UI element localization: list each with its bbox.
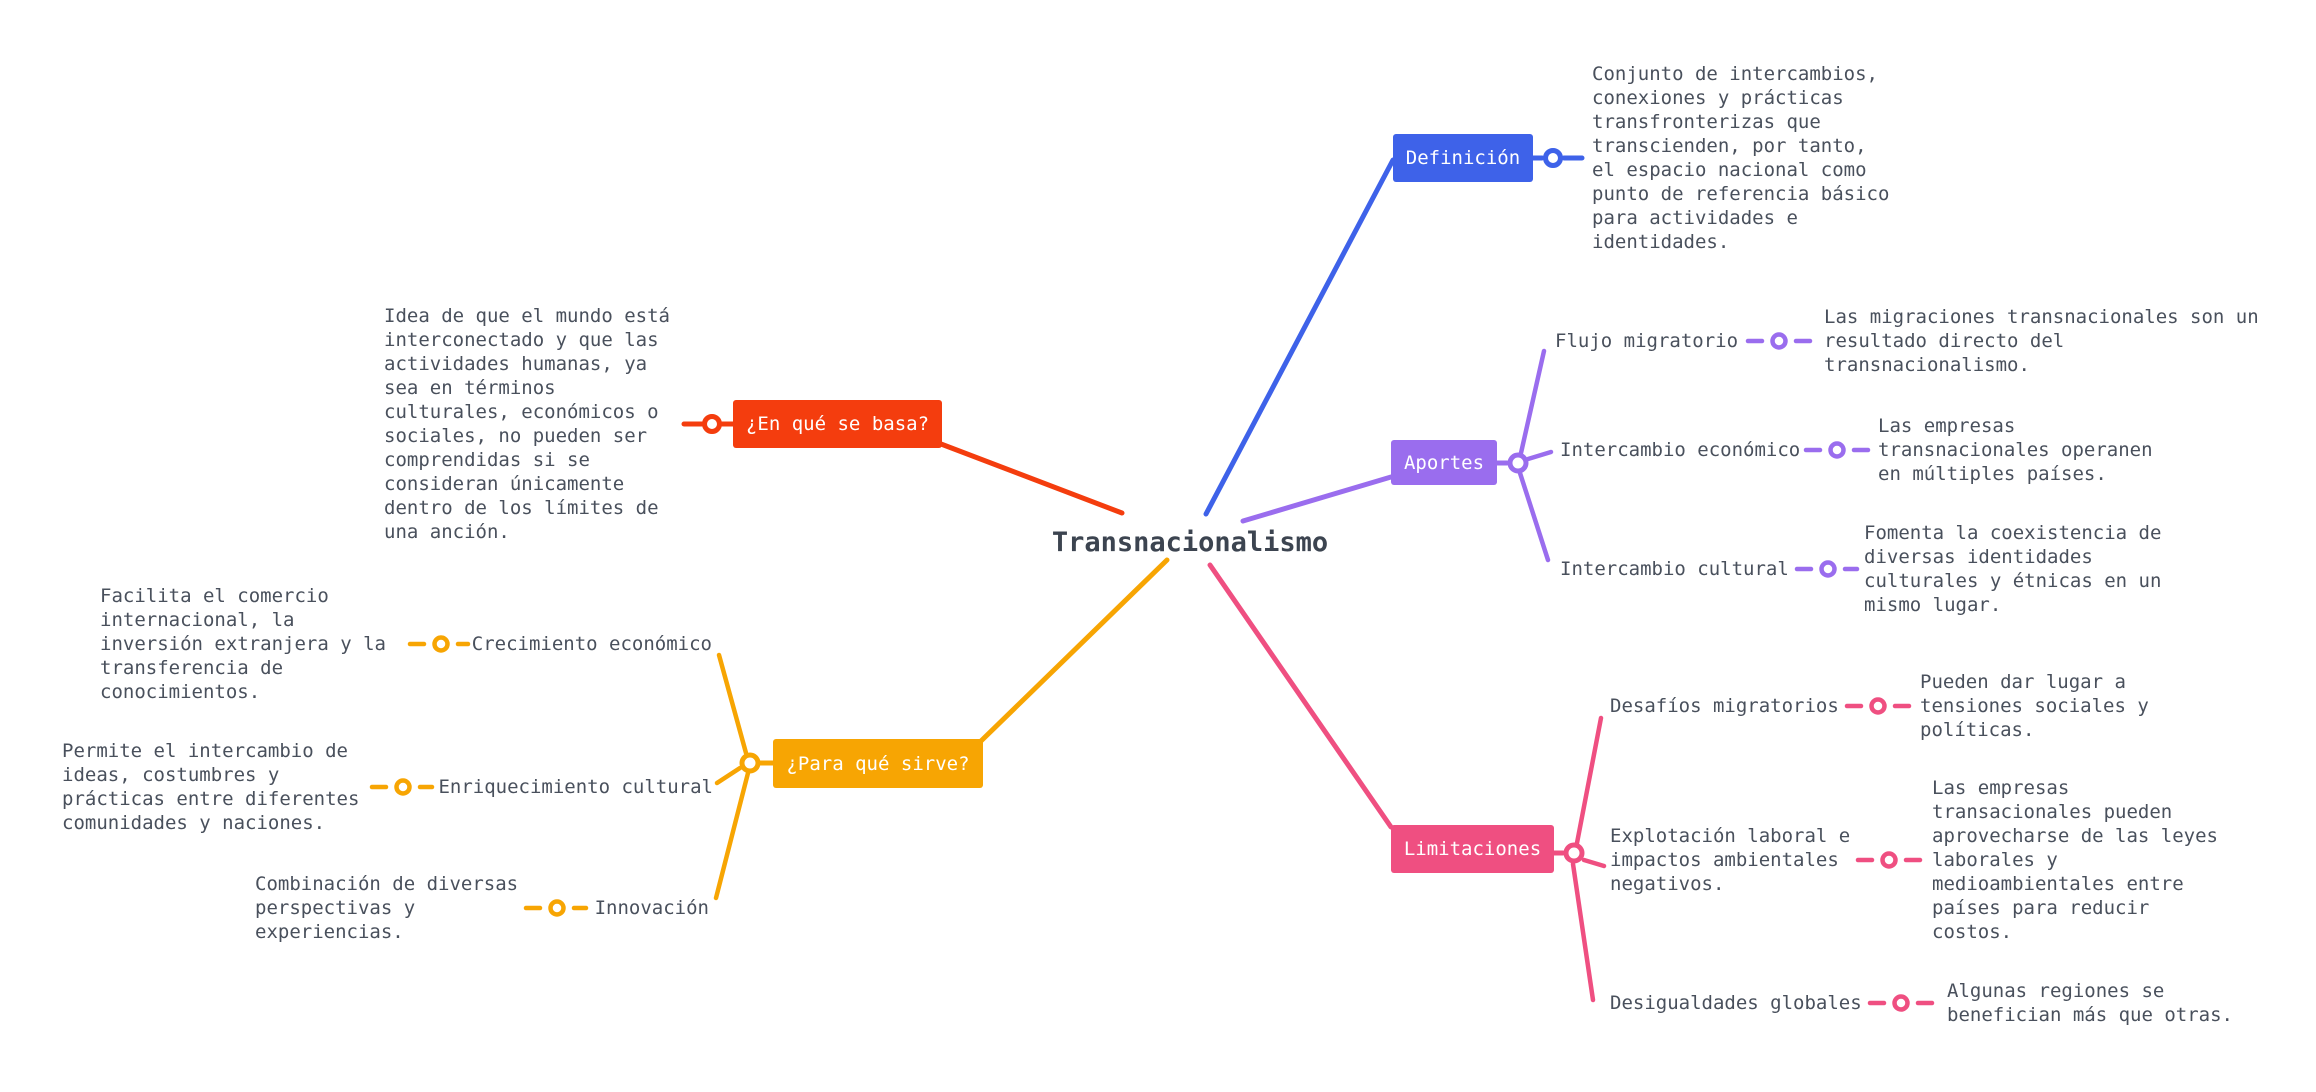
- node-para-que-sirve[interactable]: ¿Para qué sirve?: [773, 739, 983, 788]
- aportes-child-line: [1517, 470, 1551, 563]
- connector-ring: [1563, 842, 1585, 864]
- child-node-explotacion-laboral[interactable]: Explotación laboral e impactos ambiental…: [1610, 825, 1851, 895]
- sirve-child-line: [716, 652, 749, 756]
- desafios-migratorios-description: Pueden dar lugar a tensiones sociales y …: [1920, 671, 2149, 741]
- child-node-intercambio-cultural[interactable]: Intercambio cultural: [1560, 558, 1789, 580]
- connector-ring: [548, 899, 566, 917]
- node-aportes[interactable]: Aportes: [1391, 440, 1497, 485]
- explotacion-laboral-description: Las empresas transacionales pueden aprov…: [1932, 777, 2218, 943]
- limitaciones-child-line: [1581, 857, 1607, 869]
- branch-line-en-que-se-basa: [938, 441, 1125, 516]
- connector-ring: [1770, 332, 1788, 350]
- connector-ring: [1543, 148, 1563, 168]
- branch-line-aportes: [1240, 474, 1394, 524]
- intercambio-cultural-description: Fomenta la coexistencia de diversas iden…: [1864, 522, 2162, 616]
- aportes-child-line: [1525, 449, 1554, 462]
- enriquecimiento-cultural-description: Permite el intercambio de ideas, costumb…: [62, 740, 360, 834]
- node-definicion[interactable]: Definición: [1393, 134, 1533, 182]
- aportes-child-line: [1518, 348, 1547, 456]
- node-limitaciones[interactable]: Limitaciones: [1391, 825, 1554, 873]
- connector-ring: [702, 414, 722, 434]
- child-node-enriquecimiento-cultural[interactable]: Enriquecimiento cultural: [438, 776, 713, 798]
- connector-ring: [1892, 994, 1910, 1012]
- intercambio-economico-description: Las empresas transnacionales operanen en…: [1878, 415, 2153, 485]
- branch-line-limitaciones: [1207, 562, 1394, 830]
- sirve-child-line: [714, 765, 743, 786]
- connector-ring: [1828, 441, 1846, 459]
- limitaciones-child-line: [1574, 715, 1604, 846]
- crecimiento-economico-description: Facilita el comercio internacional, la i…: [100, 585, 386, 703]
- child-node-desigualdades-globales[interactable]: Desigualdades globales: [1610, 992, 1862, 1014]
- connector-ring: [1869, 697, 1887, 715]
- branch-line-para-que-sirve: [978, 557, 1170, 744]
- root-node-title[interactable]: Transnacionalismo: [1051, 527, 1329, 558]
- child-node-innovacion[interactable]: Innovación: [594, 897, 709, 919]
- child-node-desafios-migratorios[interactable]: Desafíos migratorios: [1610, 695, 1839, 717]
- connector-ring: [1507, 452, 1529, 474]
- flujo-migratorio-description: Las migraciones transnacionales son un r…: [1824, 306, 2259, 376]
- connector-ring: [394, 778, 412, 796]
- connector-ring: [432, 635, 450, 653]
- limitaciones-child-line: [1570, 861, 1596, 1003]
- branch-line-definicion: [1203, 157, 1396, 517]
- innovacion-description: Combinación de diversas perspectivas y e…: [255, 873, 519, 943]
- connector-ring: [1880, 851, 1898, 869]
- node-en-que-se-basa[interactable]: ¿En qué se basa?: [733, 400, 942, 448]
- connector-ring: [1819, 560, 1837, 578]
- child-node-crecimiento-economico[interactable]: Crecimiento económico: [471, 633, 712, 655]
- definicion-description: Conjunto de intercambios, conexiones y p…: [1592, 63, 1890, 253]
- connector-ring: [739, 752, 761, 774]
- child-node-intercambio-economico[interactable]: Intercambio económico: [1560, 439, 1801, 461]
- desigualdades-globales-description: Algunas regiones se benefician más que o…: [1947, 980, 2233, 1026]
- sirve-child-line: [713, 770, 751, 901]
- child-node-flujo-migratorio[interactable]: Flujo migratorio: [1555, 330, 1739, 352]
- basa-description: Idea de que el mundo está interconectado…: [384, 305, 670, 543]
